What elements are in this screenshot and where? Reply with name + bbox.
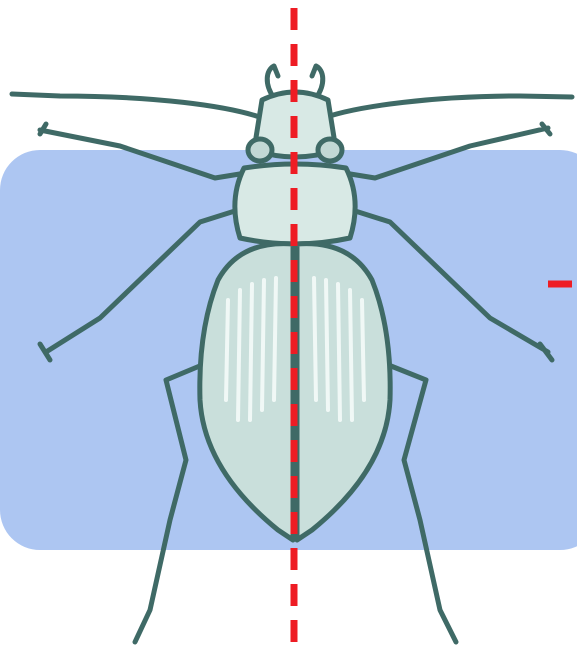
left-eye [248, 139, 272, 161]
right-eye [318, 139, 342, 161]
left-antenna [12, 94, 268, 120]
right-antenna [318, 96, 572, 120]
